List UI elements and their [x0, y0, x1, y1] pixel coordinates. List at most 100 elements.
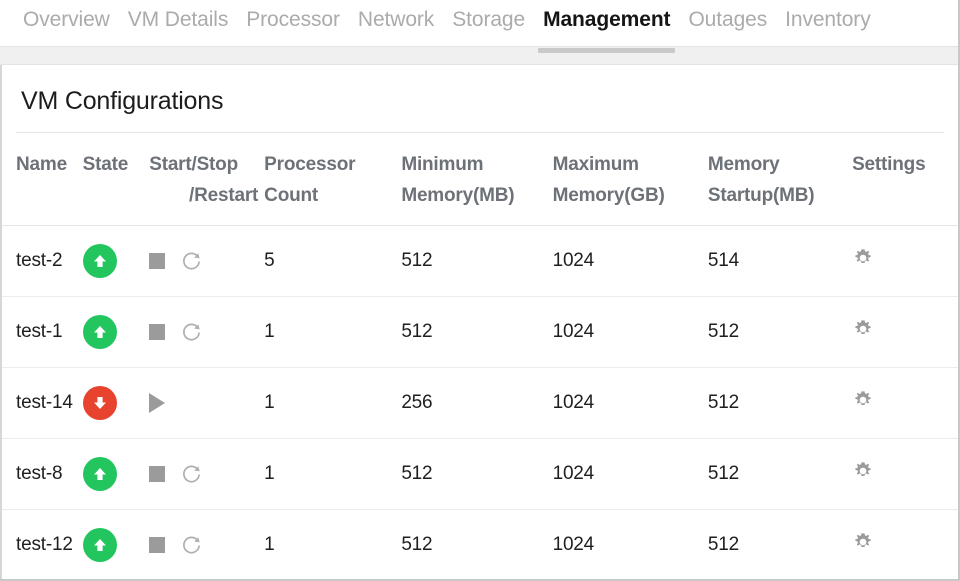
cell-settings	[852, 368, 958, 439]
column-header-maximum-memory: Maximum Memory(GB)	[553, 133, 708, 226]
restart-icon[interactable]	[181, 535, 202, 556]
action-icon-group	[149, 393, 264, 413]
column-header-start-stop-line2: /Restart	[189, 185, 259, 206]
cell-processor-count: 1	[264, 392, 275, 413]
cell-processor-count: 1	[264, 534, 275, 556]
cell-vm-name: test-2	[16, 250, 63, 271]
page-title: VM Configurations	[21, 87, 224, 115]
cell-processor-count: 5	[264, 250, 275, 271]
stop-square-glyph	[149, 324, 166, 340]
cell-state	[82, 439, 150, 510]
column-header-processor-line1: Processor	[264, 154, 356, 175]
tab-processor[interactable]: Processor	[237, 7, 349, 33]
tab-label: Processor	[246, 8, 340, 31]
gear-icon[interactable]	[852, 247, 874, 269]
cell-maximum-memory: 1024	[552, 392, 595, 413]
column-header-settings: Settings	[852, 133, 958, 226]
vm-configurations-table: Name State Start/Stop /Restart Processor…	[2, 133, 958, 581]
cell-memory-startup: 512	[707, 392, 739, 413]
restart-icon[interactable]	[181, 322, 202, 343]
vm-configurations-card: VM Configurations Name State Start/Stop …	[0, 65, 958, 579]
title-divider	[16, 132, 944, 133]
cell-minimum-memory: 256	[401, 392, 433, 413]
action-icon-group	[149, 535, 264, 556]
cell-state	[82, 368, 150, 439]
cell-maximum-memory: 1024	[552, 250, 595, 271]
stop-icon[interactable]	[149, 324, 166, 340]
gear-icon[interactable]	[852, 531, 874, 553]
column-header-name-label: Name	[16, 154, 67, 175]
tab-inventory[interactable]: Inventory	[776, 7, 879, 33]
column-header-start-stop-restart: Start/Stop /Restart	[149, 133, 264, 226]
stop-square-glyph	[149, 253, 166, 269]
stop-icon[interactable]	[149, 537, 166, 554]
gear-icon[interactable]	[852, 460, 874, 482]
cell-minimum-memory: 512	[401, 321, 433, 342]
tab-label: VM Details	[127, 8, 229, 31]
cell-processor-count: 1	[264, 321, 275, 342]
arrow-up-circle-icon[interactable]	[82, 315, 117, 349]
restart-icon[interactable]	[181, 464, 202, 485]
cell-memory-startup: 512	[707, 321, 739, 342]
cell-state	[82, 510, 150, 581]
cell-vm-name: test-14	[16, 392, 73, 413]
table-header: Name State Start/Stop /Restart Processor…	[2, 133, 958, 226]
column-header-state: State	[83, 133, 150, 226]
cell-vm-name: test-8	[16, 463, 63, 484]
tab-label: Management	[543, 8, 671, 31]
action-icon-group	[149, 322, 264, 343]
cell-settings	[852, 297, 958, 368]
cell-memory-startup: 512	[707, 534, 739, 556]
cell-settings	[852, 510, 958, 581]
tab-bar: Overview VM Details Processor Network Storag…	[0, 0, 958, 53]
stop-square-glyph	[149, 466, 166, 482]
gear-icon[interactable]	[852, 389, 874, 411]
section-divider-band	[0, 46, 958, 65]
cell-memory-startup: 514	[707, 250, 739, 271]
arrow-down-circle-icon[interactable]	[82, 386, 117, 420]
cell-state	[82, 297, 150, 368]
play-triangle-glyph	[149, 393, 166, 413]
restart-icon[interactable]	[181, 251, 202, 272]
cell-settings	[852, 439, 958, 510]
cell-actions	[149, 368, 264, 439]
tab-label: Storage	[452, 8, 526, 31]
cell-memory-startup: 512	[707, 463, 739, 484]
column-header-minimum-memory: Minimum Memory(MB)	[401, 133, 552, 226]
cell-processor-count: 1	[264, 463, 275, 484]
tab-network[interactable]: Network	[349, 7, 443, 33]
stop-icon[interactable]	[149, 466, 166, 482]
tab-management[interactable]: Management	[534, 7, 679, 53]
column-header-processor-count: Processor Count	[264, 133, 401, 226]
column-header-maxmem-line2: Memory(GB)	[552, 185, 665, 206]
tab-label: Overview	[23, 8, 110, 31]
column-header-start-stop-line1: Start/Stop	[149, 154, 238, 175]
stop-icon[interactable]	[149, 253, 166, 269]
active-tab-indicator	[538, 48, 676, 53]
column-header-processor-line2: Count	[264, 185, 319, 206]
cell-minimum-memory: 512	[401, 250, 433, 271]
cell-vm-name: test-12	[16, 534, 73, 556]
start-icon[interactable]	[149, 393, 166, 413]
cell-actions	[149, 297, 264, 368]
arrow-up-circle-icon[interactable]	[82, 244, 117, 278]
column-header-minmem-line2: Memory(MB)	[401, 185, 515, 206]
tab-label: Outages	[688, 8, 768, 31]
cell-settings	[852, 226, 958, 297]
arrow-up-circle-icon[interactable]	[82, 457, 117, 491]
tab-overview[interactable]: Overview	[14, 7, 119, 33]
gear-icon[interactable]	[852, 318, 874, 340]
cell-actions	[149, 510, 264, 581]
cell-minimum-memory: 512	[401, 463, 433, 484]
tab-outages[interactable]: Outages	[679, 7, 776, 33]
tab-label: Inventory	[785, 8, 871, 31]
tab-storage[interactable]: Storage	[443, 7, 534, 33]
tab-vm-details[interactable]: VM Details	[119, 7, 238, 33]
column-header-settings-label: Settings	[852, 154, 926, 175]
table-header-row: Name State Start/Stop /Restart Processor…	[2, 133, 958, 226]
arrow-up-circle-icon[interactable]	[82, 528, 117, 563]
